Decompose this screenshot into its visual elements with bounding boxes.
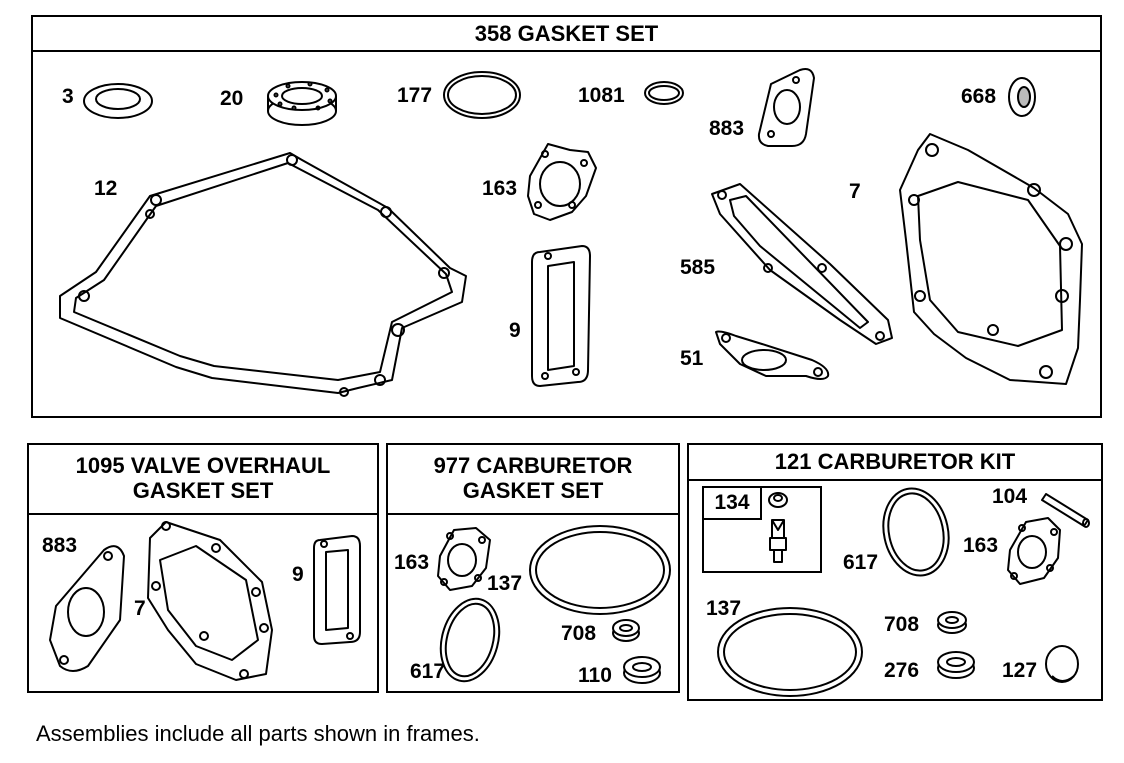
- gasket-set-frame: 358 GASKET SET: [31, 15, 1102, 418]
- carb-gasket-title: 977 CARBURETOR GASKET SET: [388, 445, 678, 515]
- valve-overhaul-title-line1: 1095 VALVE OVERHAUL: [75, 453, 331, 478]
- part-883-gasket: [757, 68, 815, 147]
- label-part-12: 12: [94, 177, 118, 200]
- label-part-1081: 1081: [578, 84, 625, 107]
- part-12-crankcase-gasket: [59, 152, 467, 397]
- ck-part-134-needle: [768, 492, 788, 563]
- cg-part-163-gasket: [437, 527, 491, 591]
- ck-part-276-washer: [937, 651, 975, 679]
- ck-label-part-276: 276: [884, 659, 920, 682]
- label-part-3: 3: [62, 85, 74, 108]
- cg-label-part-708: 708: [561, 622, 597, 645]
- ck-label-part-127: 127: [1002, 659, 1038, 682]
- valve-overhaul-frame: 1095 VALVE OVERHAUL GASKET SET: [27, 443, 379, 693]
- label-part-177: 177: [397, 84, 433, 107]
- ck-part-708-washer: [937, 611, 967, 634]
- part-3-washer: [83, 83, 153, 119]
- vo-label-part-7: 7: [134, 597, 146, 620]
- cg-label-part-617: 617: [410, 660, 446, 683]
- ck-label-part-163: 163: [963, 534, 999, 557]
- part-668-seal: [1008, 77, 1036, 117]
- valve-overhaul-title-line2: GASKET SET: [132, 478, 274, 503]
- label-part-883: 883: [709, 117, 745, 140]
- ck-label-part-708: 708: [884, 613, 920, 636]
- label-part-163: 163: [482, 177, 518, 200]
- cg-part-110-washer: [623, 656, 661, 684]
- label-part-51: 51: [680, 347, 704, 370]
- label-part-9: 9: [509, 319, 521, 342]
- label-part-585: 585: [680, 256, 716, 279]
- cg-label-part-163: 163: [394, 551, 430, 574]
- label-part-134: 134: [704, 488, 762, 520]
- part-7-head-gasket: [899, 133, 1083, 385]
- ck-part-617-ring: [882, 487, 950, 577]
- ck-part-163-gasket: [1007, 517, 1061, 585]
- ck-part-137-ring: [717, 607, 863, 697]
- label-part-20: 20: [220, 87, 244, 110]
- vo-part-883-gasket: [49, 545, 125, 672]
- label-part-7: 7: [849, 180, 861, 203]
- cg-part-137-ring: [529, 525, 671, 615]
- cg-label-part-137: 137: [487, 572, 523, 595]
- vo-label-part-9: 9: [292, 563, 304, 586]
- ck-label-part-104: 104: [992, 485, 1028, 508]
- vo-label-part-883: 883: [42, 534, 78, 557]
- carb-gasket-title-line1: 977 CARBURETOR: [433, 453, 633, 478]
- cg-part-617-ring: [439, 597, 501, 683]
- vo-part-9-valve-gasket: [313, 535, 361, 645]
- ck-part-127-plug: [1045, 645, 1079, 683]
- part-177-o-ring: [443, 71, 521, 119]
- part-9-valve-gasket: [531, 245, 591, 387]
- part-134-subbox: 134: [702, 486, 822, 573]
- ck-part-104-pin: [1041, 493, 1090, 528]
- part-585-gasket: [711, 183, 893, 345]
- part-20-oil-seal: [267, 81, 337, 126]
- carb-kit-title: 121 CARBURETOR KIT: [689, 445, 1101, 481]
- gasket-set-title: 358 GASKET SET: [33, 17, 1100, 52]
- part-51-gasket: [715, 330, 830, 380]
- part-1081-ring: [644, 81, 684, 105]
- ck-label-part-137: 137: [706, 597, 742, 620]
- valve-overhaul-title: 1095 VALVE OVERHAUL GASKET SET: [29, 445, 377, 515]
- carb-gasket-frame: 977 CARBURETOR GASKET SET: [386, 443, 680, 693]
- footnote: Assemblies include all parts shown in fr…: [36, 721, 480, 746]
- vo-part-7-head-gasket: [147, 521, 273, 681]
- carb-gasket-title-line2: GASKET SET: [462, 478, 604, 503]
- part-163-gasket: [527, 143, 597, 221]
- ck-label-part-617: 617: [843, 551, 879, 574]
- cg-label-part-110: 110: [578, 664, 612, 687]
- label-part-668: 668: [961, 85, 997, 108]
- cg-part-708-washer: [612, 619, 640, 642]
